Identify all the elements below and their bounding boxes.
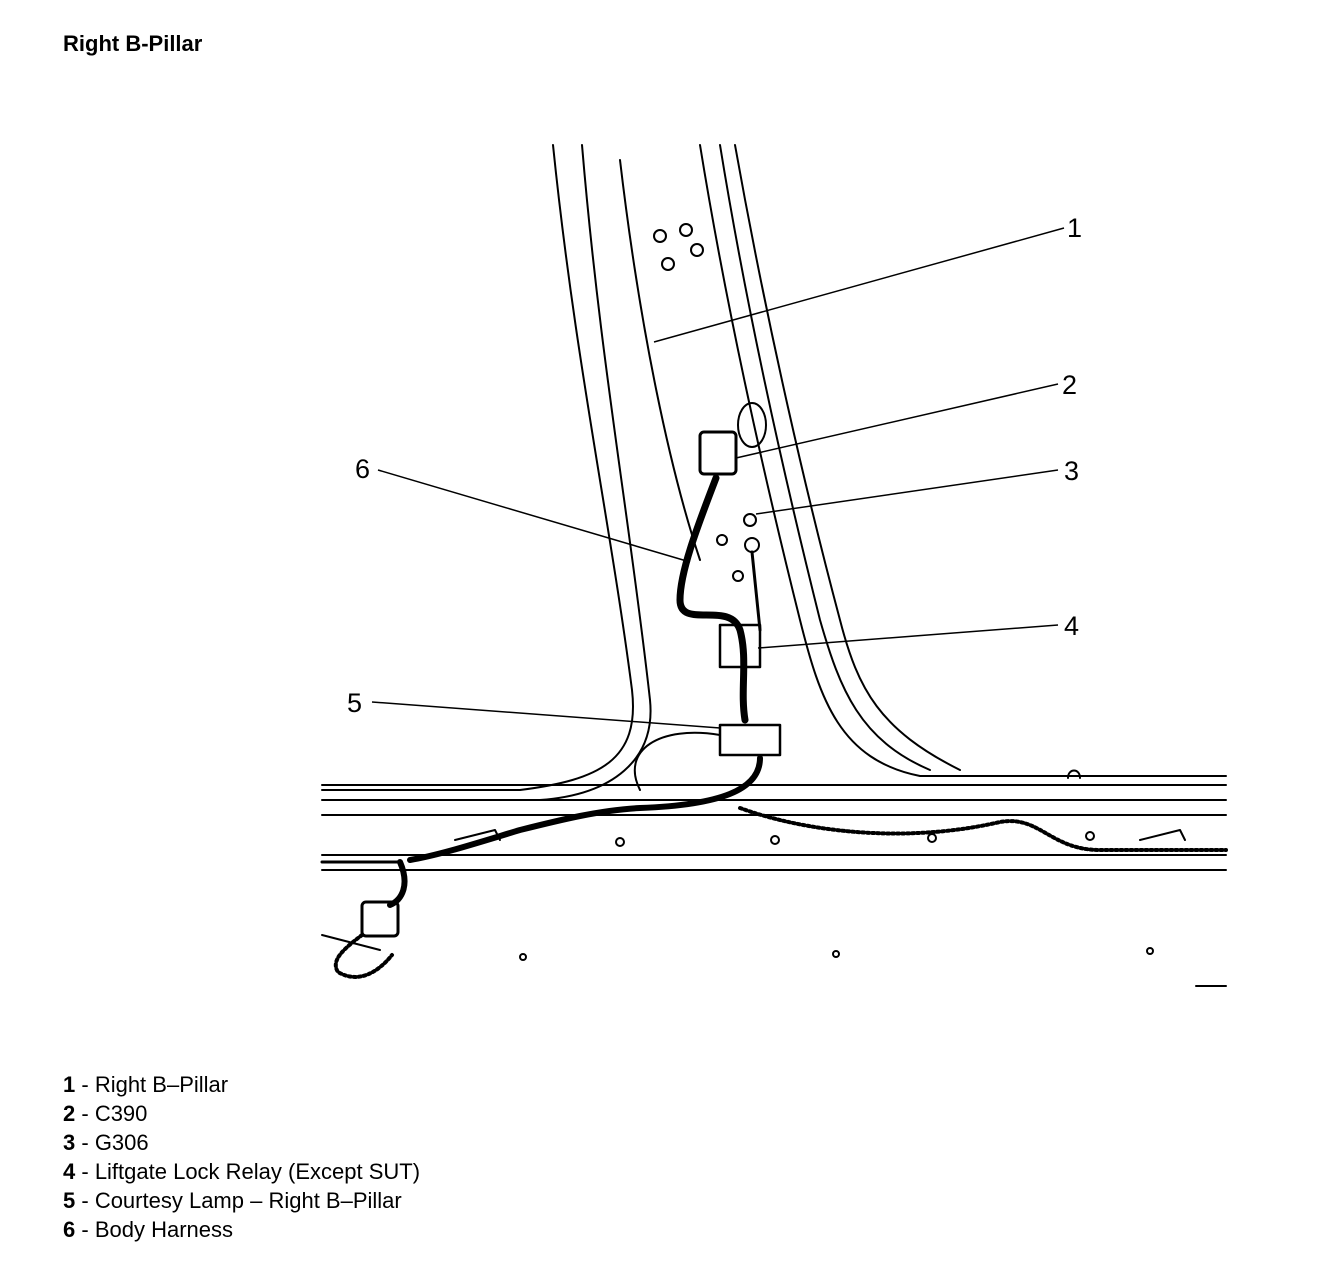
sill-hole — [615, 837, 625, 847]
legend-item: 4 - Liftgate Lock Relay (Except SUT) — [63, 1159, 421, 1184]
pillar-edge-right-2 — [719, 144, 931, 771]
pillar-edge-right-3 — [734, 144, 961, 771]
sill-clip — [454, 829, 501, 841]
lower-connector-lead — [387, 859, 408, 908]
c390-connector — [698, 430, 738, 476]
sill-hole — [1085, 831, 1095, 841]
lamp-pigtail — [633, 731, 721, 791]
pillar-edge-left-inner — [539, 144, 652, 801]
ground-lead — [750, 550, 762, 632]
pillar-hole — [653, 229, 667, 243]
callout-3: 3 — [1064, 456, 1079, 486]
legend-item: 1 - Right B–Pillar — [63, 1072, 229, 1097]
lamp-harness — [407, 755, 763, 863]
lower-connector-wire — [333, 933, 394, 979]
sill-harness-right — [738, 806, 1228, 852]
pillar-hole — [716, 534, 728, 546]
lower-connector — [360, 900, 400, 938]
body-harness — [676, 474, 749, 724]
sill-hole — [770, 835, 780, 845]
page-title: Right B-Pillar — [63, 31, 203, 56]
sill-notch — [1067, 769, 1081, 779]
legend-item: 5 - Courtesy Lamp – Right B–Pillar — [63, 1188, 402, 1213]
pillar-opening — [737, 402, 767, 448]
leader-line-3 — [755, 469, 1059, 515]
sill-clip — [1139, 829, 1186, 841]
callout-4: 4 — [1064, 611, 1079, 641]
callout-6: 6 — [355, 454, 370, 484]
callout-2: 2 — [1062, 370, 1077, 400]
pillar-edge-right-1 — [699, 144, 1227, 777]
pillar-hole — [661, 257, 675, 271]
pillar-edge-left-outer — [321, 144, 634, 791]
leader-line-4 — [757, 624, 1059, 649]
floor-hole — [832, 950, 840, 958]
pillar-hole — [732, 570, 744, 582]
sill-hole — [927, 833, 937, 843]
floor-hole — [1146, 947, 1154, 955]
pillar-hole — [690, 243, 704, 257]
leader-line-6 — [377, 469, 691, 563]
callout-1: 1 — [1067, 213, 1082, 243]
legend-item: 3 - G306 — [63, 1130, 149, 1155]
legend-item: 2 - C390 — [63, 1101, 148, 1126]
courtesy-lamp — [718, 723, 782, 757]
callout-5: 5 — [347, 688, 362, 718]
leader-line-5 — [371, 701, 721, 729]
legend: 1 - Right B–Pillar 2 - C390 3 - G306 4 -… — [63, 1070, 420, 1244]
floor-hole — [519, 953, 527, 961]
legend-item: 6 - Body Harness — [63, 1217, 233, 1242]
g306-ground — [743, 513, 757, 527]
pillar-hole — [679, 223, 693, 237]
pillar-edge-right-4 — [619, 159, 701, 561]
leader-line-2 — [735, 383, 1059, 459]
leader-line-1 — [653, 227, 1065, 343]
g306-ground-stud — [744, 537, 760, 553]
